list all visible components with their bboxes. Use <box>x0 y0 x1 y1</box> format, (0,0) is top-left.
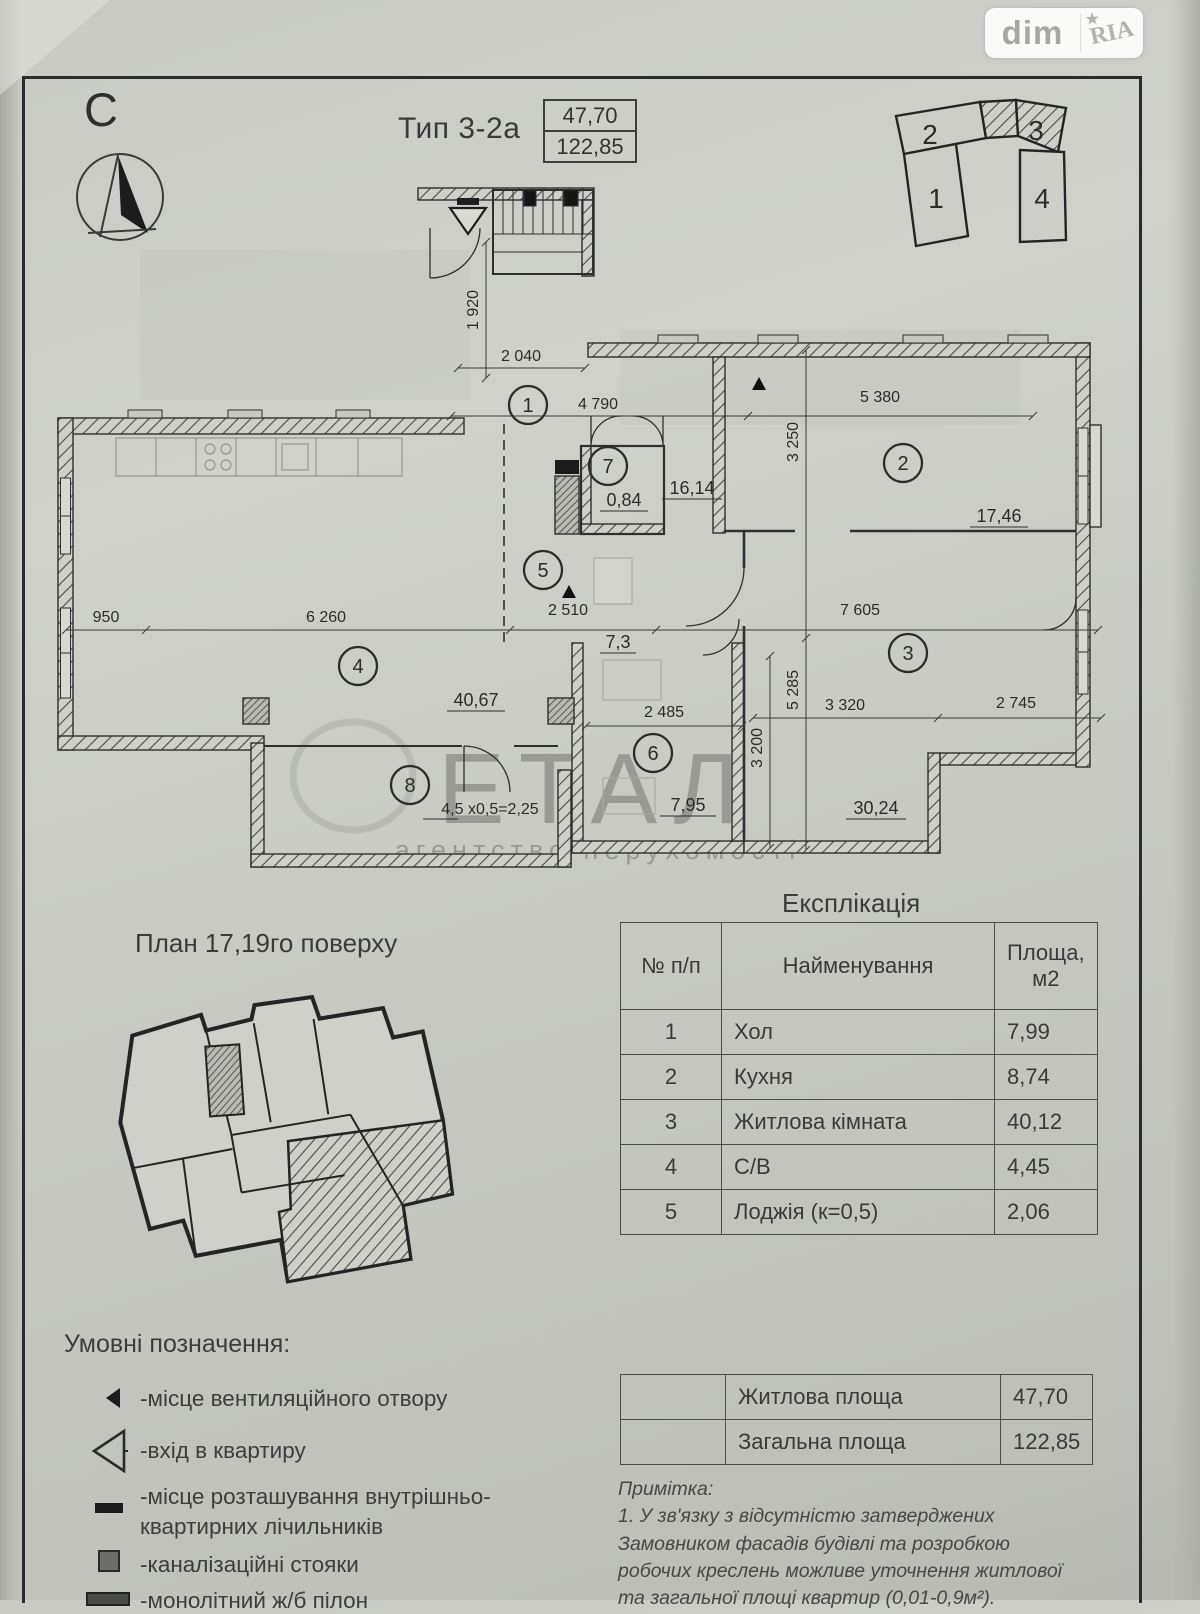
svg-text:4: 4 <box>352 656 363 678</box>
explication-header-row: № п/п Найменування Площа, м2 <box>620 922 1098 1010</box>
svg-text:5 380: 5 380 <box>860 389 900 406</box>
svg-text:17,46: 17,46 <box>976 506 1021 526</box>
dim-logo-text: dim <box>1001 14 1064 51</box>
table-row: Житлова площа 47,70 <box>620 1374 1094 1420</box>
svg-text:ЕТАЛ: ЕТАЛ <box>438 733 753 845</box>
area-summary-box: 47,70 122,85 <box>543 99 637 163</box>
svg-text:5 285: 5 285 <box>785 670 802 710</box>
shafts-and-pylons <box>242 475 580 725</box>
building-section-3: 3 <box>1028 115 1044 146</box>
total-area-value: 122,85 <box>556 134 624 159</box>
scan-bleed <box>140 250 470 400</box>
photo-left-edge <box>0 0 22 1600</box>
svg-text:2 485: 2 485 <box>644 704 684 721</box>
svg-text:7: 7 <box>602 456 613 478</box>
building-section-4: 4 <box>1034 183 1050 214</box>
dimension-labels: 2 040 1 920 4 790 5 380 3 250 950 6 260 … <box>93 290 1036 768</box>
svg-text:2 510: 2 510 <box>548 602 588 619</box>
svg-text:2: 2 <box>897 453 908 475</box>
table-row: Загальна площа 122,85 <box>620 1419 1094 1465</box>
svg-text:2 745: 2 745 <box>996 695 1036 712</box>
svg-text:7,3: 7,3 <box>605 632 630 652</box>
svg-text:16,14: 16,14 <box>669 478 714 498</box>
drawing-frame <box>22 76 1142 1603</box>
table-row: 3 Житлова кімната 40,12 <box>620 1099 1098 1145</box>
floor-plan-label: План 17,19го поверху <box>135 928 398 958</box>
explication-title: Експлікація <box>782 888 921 918</box>
table-row: 1 Хол 7,99 <box>620 1009 1098 1055</box>
col-header-area: Площа, м2 <box>994 922 1098 1010</box>
pylon-icon <box>86 1592 130 1606</box>
floor-overview-plan <box>118 994 455 1284</box>
svg-text:950: 950 <box>93 609 120 626</box>
star-icon: ★ <box>1085 11 1100 28</box>
note-block: Примітка: 1. У зв'язку з відсутністю зат… <box>618 1476 1108 1612</box>
total-area-total: 122,85 <box>999 1419 1094 1465</box>
apartment-floorplan: ЕТАЛ агентство нерухомості <box>57 187 1106 868</box>
svg-text:30,24: 30,24 <box>853 798 898 818</box>
col-header-num: № п/п <box>620 922 722 1010</box>
dim-ria-logo: dim ★ RIA <box>985 8 1143 58</box>
building-section-2: 2 <box>922 119 938 150</box>
note-title: Примітка: <box>618 1478 714 1500</box>
area-summary-table: Житлова площа 47,70 Загальна площа 122,8… <box>620 1374 1094 1465</box>
legend-item-entrance: -вхід в квартиру <box>140 1438 306 1463</box>
svg-text:4,5 х0,5=2,25: 4,5 х0,5=2,25 <box>441 801 539 818</box>
ria-logo-text: ★ RIA <box>1085 11 1137 50</box>
svg-text:5: 5 <box>537 560 548 582</box>
north-label: С <box>84 83 118 136</box>
vent-opening-icon <box>106 1388 120 1408</box>
dimension-lines <box>61 237 1106 855</box>
table-row: 5 Лоджія (к=0,5) 2,06 <box>620 1189 1098 1235</box>
svg-text:8: 8 <box>404 775 415 797</box>
compass-icon <box>76 153 164 241</box>
explication-table: № п/п Найменування Площа, м2 1 Хол 7,99 … <box>620 922 1098 1235</box>
living-area-label: Житлова площа <box>725 1374 1001 1420</box>
table-row: 2 Кухня 8,74 <box>620 1054 1098 1100</box>
svg-text:3 320: 3 320 <box>825 697 865 714</box>
legend-item-vent: -місце вентиляційного отвору <box>140 1386 448 1411</box>
svg-text:4 790: 4 790 <box>578 396 618 413</box>
legend-item-pylon: -монолітний ж/б пілон <box>140 1588 369 1613</box>
svg-text:0,84: 0,84 <box>606 490 641 510</box>
room-number-badges <box>337 384 929 806</box>
legend-item-meters: -місце розташування внутрішньо- квартирн… <box>140 1484 491 1540</box>
table-row: 4 С/В 4,45 <box>620 1144 1098 1190</box>
entrance-arrow-icon <box>447 198 489 236</box>
svg-text:3 200: 3 200 <box>749 728 766 768</box>
svg-text:6 260: 6 260 <box>306 609 346 626</box>
vent-marker-icon <box>752 377 766 390</box>
living-area-total: 47,70 <box>999 1374 1094 1420</box>
svg-text:2 040: 2 040 <box>501 348 541 365</box>
living-area-value: 47,70 <box>545 101 635 132</box>
logo-divider <box>1080 14 1081 52</box>
svg-text:3 250: 3 250 <box>785 422 802 462</box>
svg-text:3: 3 <box>902 643 913 665</box>
plan-type-title: Тип 3-2а <box>398 112 521 145</box>
meters-location-icon <box>95 1503 123 1513</box>
apartment-entrance-icon <box>91 1428 128 1474</box>
legend-item-sewer: -каналізаційні стояки <box>140 1552 359 1577</box>
svg-text:1 920: 1 920 <box>465 290 482 330</box>
building-overview-diagram: 2 3 1 4 <box>894 98 1068 248</box>
room-area-labels: 17,46 16,14 0,84 7,3 40,67 7,95 30,24 4,… <box>423 478 1028 820</box>
building-section-1: 1 <box>928 183 944 214</box>
room-numbers: 1 2 3 4 5 6 7 8 <box>352 395 913 797</box>
col-header-name: Найменування <box>721 922 995 1010</box>
vent-block <box>555 460 579 474</box>
legend-title: Умовні позначення: <box>64 1330 291 1358</box>
total-area-label: Загальна площа <box>725 1419 1001 1465</box>
svg-text:7,95: 7,95 <box>670 795 705 815</box>
svg-text:7 605: 7 605 <box>840 602 880 619</box>
sewer-riser-icon <box>98 1550 120 1572</box>
vent-marker-icon <box>562 585 576 598</box>
photo-right-edge <box>1172 0 1200 1600</box>
svg-text:40,67: 40,67 <box>453 690 498 710</box>
plan-structure <box>60 189 1102 841</box>
svg-text:1: 1 <box>522 395 533 417</box>
svg-text:6: 6 <box>647 743 658 765</box>
